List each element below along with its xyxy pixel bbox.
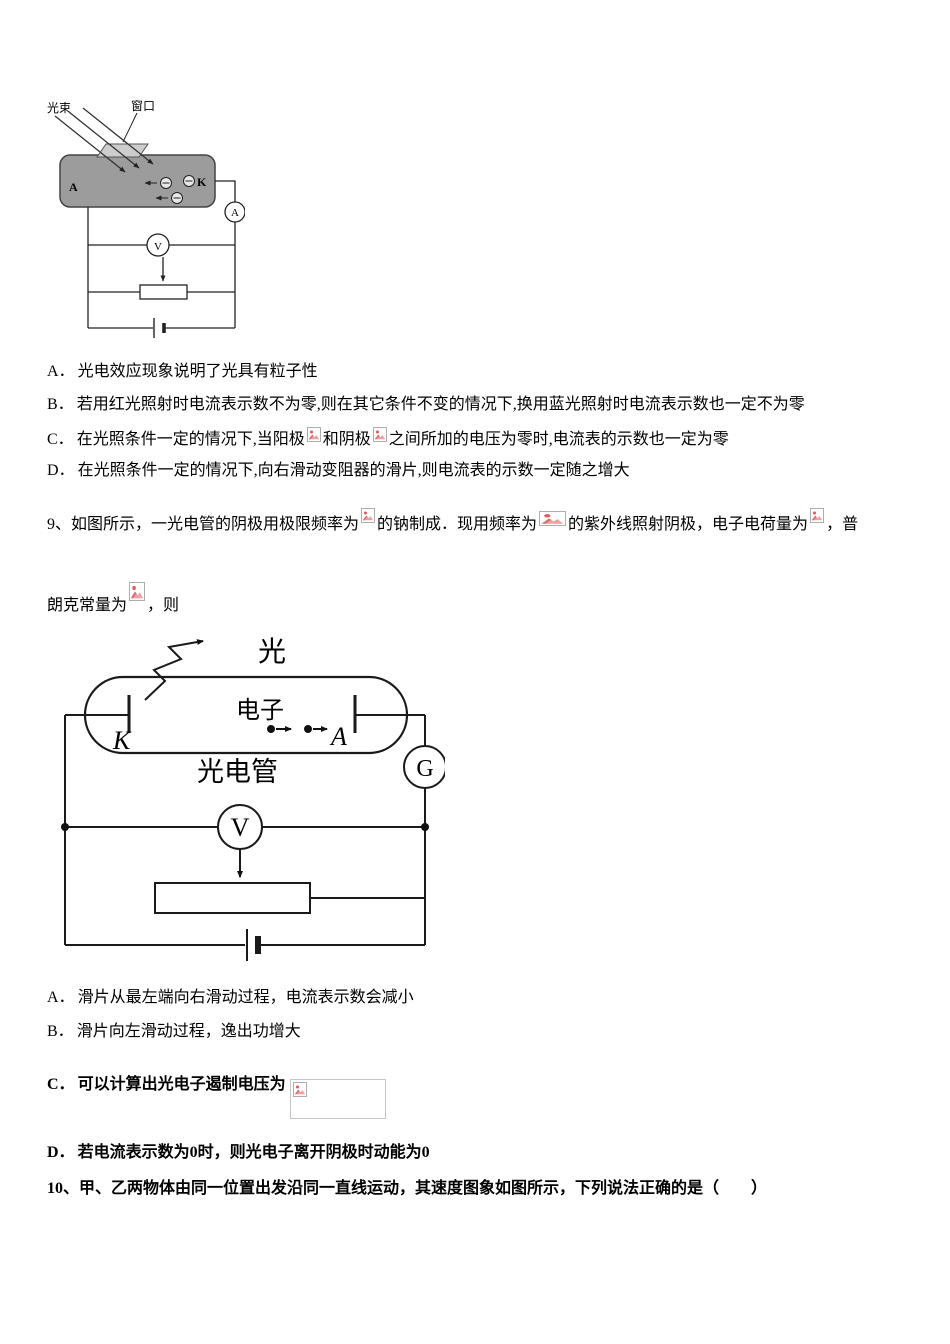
q9-stem-line1: 9、如图所示，一光电管的阴极用极限频率为的钠制成．现用频率为 的紫外线照射阴极，电…	[47, 508, 900, 536]
galvanometer	[403, 745, 445, 789]
option-text: 在光照条件一定的情况下,向右滑动变阻器的滑片,则电流表的示数一定随之增大	[77, 462, 630, 479]
ammeter	[224, 201, 245, 223]
electrodes-and-wires	[64, 695, 426, 946]
option-text: 之间所加的电压为零时,电流表的示数也一定为零	[388, 431, 729, 448]
anode-label: A	[329, 722, 347, 751]
q9-option-a: A．滑片从最左端向右滑动过程，电流表示数会减小	[47, 987, 900, 1009]
broken-image-icon	[306, 427, 321, 442]
rheostat	[154, 882, 311, 914]
q10-stem: 10、甲、乙两物体由同一位置出发沿同一直线运动，其速度图象如图所示，下列说法正确…	[47, 1178, 900, 1200]
ammeter-label: A	[231, 207, 239, 219]
photocell-circuit-diagram-q8: 光束 窗口 A K	[47, 100, 245, 338]
q9-option-d: D．若电流表示数为0时，则光电子离开阴极时动能为0	[47, 1142, 900, 1164]
option-label: C．	[47, 1076, 75, 1093]
q9-option-b: B．滑片向左滑动过程，逸出功增大	[47, 1021, 900, 1043]
light-beam-label: 光束	[47, 101, 71, 115]
q8-option-c: C．在光照条件一定的情况下,当阳极和阴极之间所加的电压为零时,电流表的示数也一定…	[47, 427, 900, 451]
option-text: 滑片向左滑动过程，逸出功增大	[76, 1023, 301, 1040]
q9-stem-line2: 朗克常量为 ，则	[47, 582, 900, 617]
electron-label: 电子	[236, 697, 284, 724]
stem-text: 朗克常量为	[47, 597, 128, 614]
voltmeter	[146, 233, 170, 257]
option-text: 滑片从最左端向右滑动过程，电流表示数会减小	[77, 989, 414, 1006]
stem-text: 如图所示，一光电管的阴极用极限频率为	[71, 516, 360, 533]
option-label: A．	[47, 363, 75, 380]
option-text: 若用红光照射时电流表示数不为零,则在其它条件不变的情况下,换用蓝光照射时电流表示…	[76, 396, 805, 413]
battery	[153, 318, 166, 338]
voltmeter-label: V	[231, 813, 250, 842]
light-beam-arrows	[54, 107, 154, 173]
q8-option-b: B．若用红光照射时电流表示数不为零,则在其它条件不变的情况下,换用蓝光照射时电流…	[47, 394, 900, 416]
option-text: 在光照条件一定的情况下,当阳极	[76, 431, 305, 448]
q8-option-a: A．光电效应现象说明了光具有粒子性	[47, 361, 900, 383]
electrode-k-label: K	[197, 175, 207, 189]
option-text: 可以计算出光电子遏制电压为	[77, 1076, 286, 1093]
option-label: A．	[47, 989, 75, 1006]
phototube-label: 光电管	[197, 757, 278, 787]
option-text: 光电效应现象说明了光具有粒子性	[77, 363, 318, 380]
window-pointer-line	[122, 112, 138, 143]
stem-text: ，则	[147, 597, 180, 614]
phototube-circuit-diagram-q9: 光 K 电子	[61, 636, 445, 961]
option-label: B．	[47, 1023, 74, 1040]
galvanometer-label: G	[416, 756, 433, 782]
question-number: 9、	[47, 516, 72, 533]
q9-option-c: C．可以计算出光电子遏制电压为	[47, 1074, 900, 1119]
option-label: B．	[47, 396, 74, 413]
formula-image-box	[289, 1079, 386, 1119]
question-text: 10、甲、乙两物体由同一位置出发沿同一直线运动，其速度图象如图所示，下列说法正确…	[47, 1180, 768, 1197]
q8-option-d: D．在光照条件一定的情况下,向右滑动变阻器的滑片,则电流表的示数一定随之增大	[47, 460, 900, 482]
option-label: D．	[47, 1144, 75, 1161]
option-label: C．	[47, 431, 74, 448]
electron-motion-arrows	[267, 725, 328, 733]
broken-image-icon	[810, 508, 825, 523]
option-label: D．	[47, 462, 75, 479]
broken-image-icon	[361, 508, 376, 523]
circuit-wiring	[87, 180, 236, 329]
cathode-label: K	[112, 726, 132, 755]
light-label: 光	[258, 636, 286, 668]
voltmeter-label: V	[154, 241, 162, 253]
voltmeter	[217, 804, 263, 850]
broken-image-icon	[539, 511, 567, 526]
broken-image-icon	[129, 582, 146, 601]
stem-text: 的钠制成．现用频率为	[377, 516, 538, 533]
junction-dots	[61, 823, 429, 831]
option-text: 若电流表示数为0时，则光电子离开阴极时动能为0	[77, 1144, 430, 1161]
electron-icons	[144, 175, 195, 204]
option-text: 和阴极	[322, 431, 371, 448]
light-zigzag-arrow	[144, 639, 204, 701]
broken-image-icon	[372, 427, 387, 442]
rheostat	[139, 284, 188, 300]
stem-text: ，普	[826, 516, 859, 533]
electrode-a-label: A	[69, 180, 78, 194]
window-label: 窗口	[131, 100, 155, 113]
battery	[246, 929, 261, 961]
broken-image-icon	[292, 1082, 307, 1097]
stem-text: 的紫外线照射阴极，电子电荷量为	[568, 516, 809, 533]
